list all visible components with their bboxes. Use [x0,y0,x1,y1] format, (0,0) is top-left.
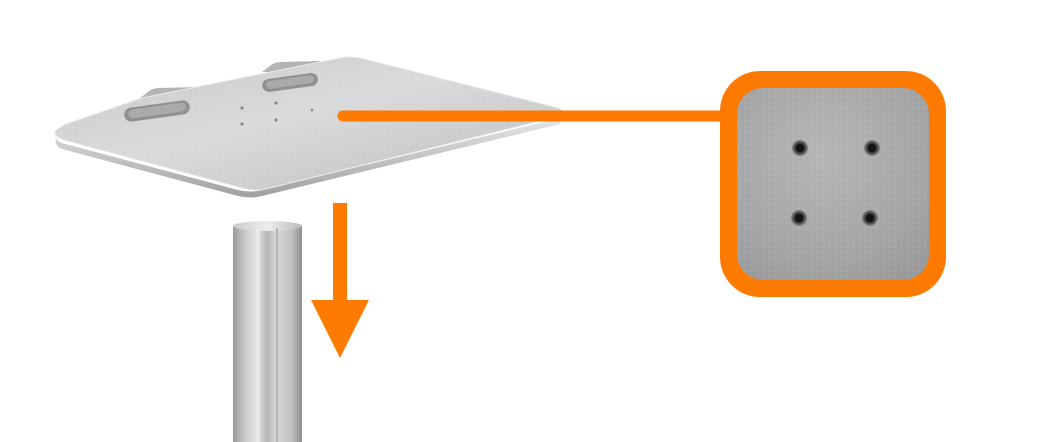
mounting-hole [864,140,880,156]
support-pole [233,221,302,442]
mounting-hole [862,210,878,226]
down-arrow-icon [311,203,369,358]
mounting-hole [792,140,808,156]
mounting-hole [791,210,807,226]
mounting-plate [54,56,564,198]
hole-pattern-callout [720,71,946,297]
